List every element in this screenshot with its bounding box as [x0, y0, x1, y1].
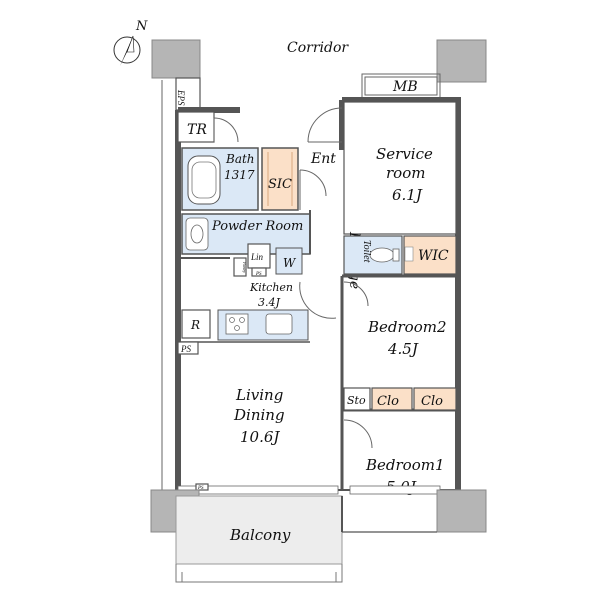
r-label: R	[190, 318, 200, 332]
kitchen-area: 3.4J	[258, 296, 280, 309]
service-label-1: Service	[376, 145, 433, 163]
bedroom1-label: Bedroom1	[365, 456, 445, 474]
clo-2-label: Clo	[421, 394, 443, 409]
north-arrow-icon: N	[113, 19, 148, 66]
clo-closet-1	[371, 387, 413, 411]
ps-balcony-closet	[195, 483, 209, 491]
mb-label: MB	[392, 79, 418, 95]
bedroom2-area: 4.5J	[387, 340, 419, 358]
stove-icon	[225, 313, 249, 335]
bathtub-icon	[187, 155, 221, 205]
sink-icon	[185, 217, 209, 251]
bath-size: 1317	[224, 168, 255, 182]
north-label: N	[135, 19, 148, 34]
toilet-label: Toilet	[361, 240, 372, 263]
living-label: Living	[235, 386, 283, 404]
bedroom2-label: Bedroom2	[367, 318, 447, 336]
service-room	[343, 101, 457, 235]
sto-closet	[343, 387, 371, 411]
balcony-label: Balcony	[229, 526, 291, 544]
clo-closet-2	[413, 387, 457, 411]
tr-label: TR	[187, 122, 207, 138]
pillar-top-left	[151, 39, 201, 79]
living-area: 10.6J	[240, 428, 280, 446]
pantry-label: Pantry	[242, 261, 247, 273]
eps-closet	[175, 77, 201, 111]
ps-small-label: PS	[255, 272, 262, 277]
ps-label: PS	[180, 344, 191, 354]
bath-label: Bath	[225, 152, 255, 166]
w-label: W	[283, 256, 297, 270]
bedroom1-window	[349, 485, 441, 495]
corridor-label: Corridor	[287, 40, 349, 56]
washer-space	[275, 247, 303, 275]
service-label-2: room	[386, 164, 425, 182]
sic-label: SIC	[268, 177, 292, 192]
ent-label: Ent	[310, 151, 336, 167]
tr-room	[177, 111, 215, 143]
balcony-area	[175, 495, 343, 565]
refrigerator-space	[181, 309, 211, 339]
ps-small-closet	[251, 267, 267, 277]
ps-closet	[177, 341, 199, 355]
ps-balcony-label: PS	[197, 486, 204, 491]
kitchen-sink-icon	[265, 313, 293, 335]
sto-label: Sto	[347, 394, 366, 407]
pantry-closet	[233, 257, 247, 277]
dining-label: Dining	[233, 406, 285, 424]
powder-room-label: Powder Room	[211, 219, 303, 234]
east-wall	[342, 97, 461, 490]
wic-label: WIC	[418, 248, 449, 264]
toilet-icon	[369, 247, 395, 263]
pillar-top-right	[436, 39, 487, 83]
lin-label: Lin	[250, 252, 264, 262]
clo-1-label: Clo	[377, 394, 399, 409]
pillar-bottom-right	[436, 489, 487, 533]
service-area: 6.1J	[392, 186, 423, 204]
kitchen-label: Kitchen	[249, 281, 293, 294]
eps-label: EPS	[176, 89, 186, 106]
